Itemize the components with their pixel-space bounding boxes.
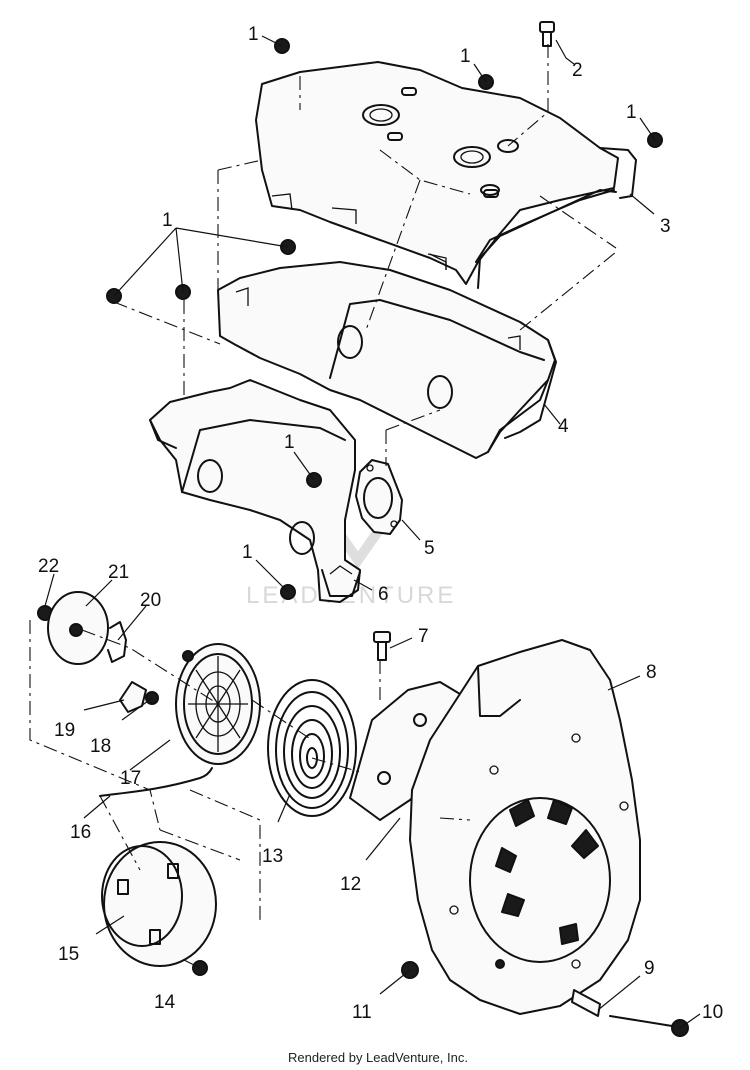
starter-rope-part	[99, 767, 213, 797]
upper-shroud-part	[255, 61, 637, 289]
leader-lines	[44, 35, 701, 1029]
callout-1: 1	[242, 542, 253, 563]
bolt-icon	[539, 21, 555, 33]
callout-6: 6	[378, 584, 389, 605]
callout-2: 2	[572, 60, 583, 81]
callout-12: 12	[340, 874, 361, 895]
recoil-starter-assembly	[47, 591, 471, 967]
callout-21: 21	[108, 562, 129, 583]
footer-credit: Rendered by LeadVenture, Inc.	[288, 1050, 468, 1065]
long-bolt-shank	[609, 1015, 673, 1027]
callout-1: 1	[162, 210, 173, 231]
callout-7: 7	[418, 626, 429, 647]
alignment-lines	[29, 44, 617, 920]
callout-5: 5	[424, 538, 435, 559]
pawl-part	[119, 681, 147, 713]
callout-19: 19	[54, 720, 75, 741]
callout-17: 17	[120, 768, 141, 789]
callout-1: 1	[284, 432, 295, 453]
callout-10: 10	[702, 1002, 723, 1023]
bolt-icon	[373, 631, 391, 643]
callout-13: 13	[262, 846, 283, 867]
bolt-shank	[542, 31, 552, 47]
callout-4: 4	[558, 416, 569, 437]
callouts: 1 1 1 1 1 1 2 3 4 5 6 7 8 9 10 11 12 13 …	[38, 24, 723, 1023]
callout-14: 14	[154, 992, 176, 1013]
callout-20: 20	[140, 590, 161, 611]
starter-cup-part	[101, 841, 217, 967]
callout-18: 18	[90, 736, 111, 757]
callout-16: 16	[70, 822, 91, 843]
cylinder-baffle-part	[217, 253, 557, 459]
gasket-part	[355, 459, 403, 535]
spacer-part	[571, 989, 601, 1017]
retainer-part	[107, 621, 127, 663]
callout-9: 9	[644, 958, 655, 979]
bolt-9-10-parts	[571, 989, 689, 1037]
rewind-spring-part	[267, 679, 357, 817]
callout-1: 1	[248, 24, 259, 45]
callout-11: 11	[352, 1002, 372, 1023]
callout-1: 1	[626, 102, 637, 123]
base-baffle-part	[149, 379, 361, 603]
callout-3: 3	[660, 216, 671, 237]
callout-22: 22	[38, 556, 59, 577]
callout-8: 8	[646, 662, 657, 683]
callout-15: 15	[58, 944, 79, 965]
blower-housing-part	[409, 639, 641, 1015]
callout-1: 1	[460, 46, 471, 67]
bolt-shank	[377, 641, 387, 661]
